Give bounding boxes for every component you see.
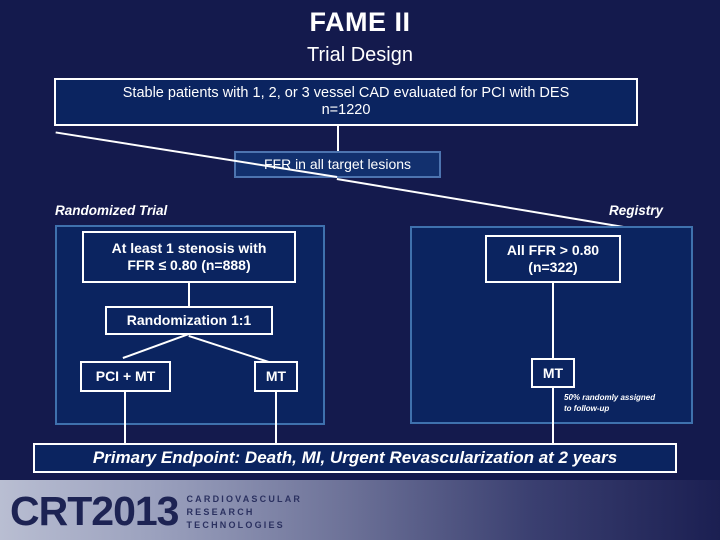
stenosis-line-2: FFR ≤ 0.80 (n=888) xyxy=(127,257,251,273)
registry-footnote: 50% randomly assigned to follow-up xyxy=(564,393,684,415)
enrollment-line-1: Stable patients with 1, 2, or 3 vessel C… xyxy=(122,84,570,101)
crt-logo: CRT2013 CARDIOVASCULAR RESEARCH TECHNOLO… xyxy=(10,489,302,533)
footer-band xyxy=(0,480,720,540)
stenosis-line-1: At least 1 stenosis with xyxy=(111,240,267,257)
registry-criteria-line-1: All FFR > 0.80 xyxy=(506,242,600,259)
mt-randomized-label: MT xyxy=(265,368,287,385)
registry-footnote-line-1: 50% randomly assigned xyxy=(564,393,656,402)
randomization-box: Randomization 1:1 xyxy=(105,306,273,335)
enrollment-box: Stable patients with 1, 2, or 3 vessel C… xyxy=(54,78,638,126)
enrollment-line-2: n=1220 xyxy=(321,102,371,118)
connector-mt-registry-to-endpoint xyxy=(552,388,554,443)
registry-criteria-line-2: (n=322) xyxy=(528,259,578,275)
connector-mt-left-to-endpoint xyxy=(275,392,277,443)
page-subtitle: Trial Design xyxy=(307,44,413,66)
registry-label: Registry xyxy=(609,203,664,218)
connector-enrollment-to-ffr xyxy=(337,126,339,151)
registry-criteria-box: All FFR > 0.80 (n=322) xyxy=(485,235,621,283)
connector-ffr-to-registry xyxy=(336,178,626,229)
connector-registry-criteria-to-mt xyxy=(552,283,554,358)
stenosis-criteria-box: At least 1 stenosis with FFR ≤ 0.80 (n=8… xyxy=(82,231,296,283)
crt-tagline-line-1: CARDIOVASCULAR xyxy=(186,494,303,504)
page-title: FAME II xyxy=(309,7,411,37)
ffr-step-label: FFR in all target lesions xyxy=(263,156,412,173)
pci-plus-mt-box: PCI + MT xyxy=(80,361,171,392)
mt-registry-box: MT xyxy=(531,358,575,388)
connector-stenosis-to-randomization xyxy=(188,283,190,306)
pci-plus-mt-label: PCI + MT xyxy=(95,368,156,385)
connector-pci-mt-to-endpoint xyxy=(124,392,126,443)
registry-footnote-line-2: to follow-up xyxy=(564,403,610,413)
randomization-label: Randomization 1:1 xyxy=(126,312,252,329)
primary-endpoint-bar: Primary Endpoint: Death, MI, Urgent Reva… xyxy=(33,443,677,473)
crt-tagline-line-3: TECHNOLOGIES xyxy=(186,520,285,530)
ffr-step-box: FFR in all target lesions xyxy=(234,151,441,178)
crt-logo-tagline: CARDIOVASCULAR RESEARCH TECHNOLOGIES xyxy=(186,493,302,532)
mt-randomized-box: MT xyxy=(254,361,298,392)
crt-logo-wordmark: CRT2013 xyxy=(10,488,179,534)
primary-endpoint-label: Primary Endpoint: Death, MI, Urgent Reva… xyxy=(92,448,618,467)
randomized-trial-label: Randomized Trial xyxy=(55,203,168,218)
crt-tagline-line-2: RESEARCH xyxy=(186,507,255,517)
mt-registry-label: MT xyxy=(542,364,564,381)
